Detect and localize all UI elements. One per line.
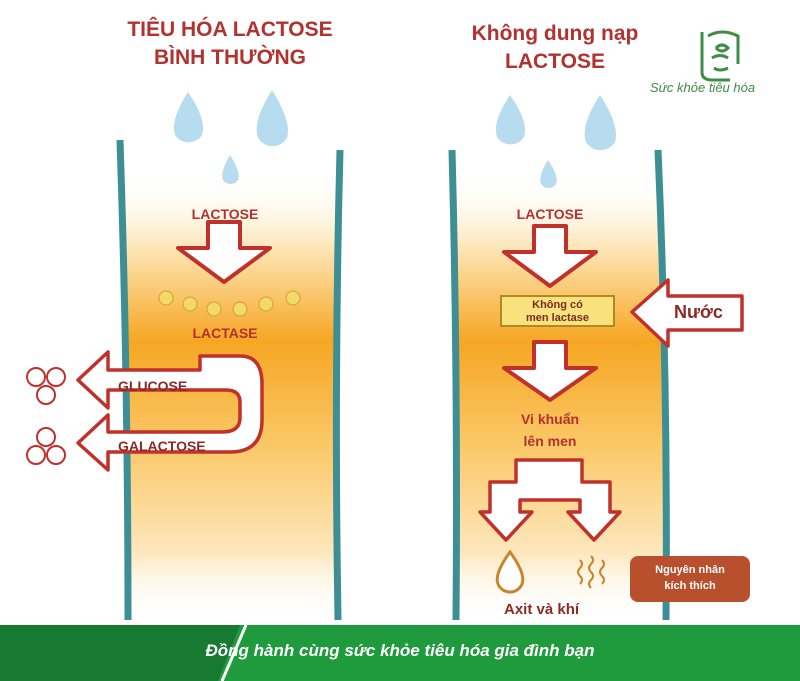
glucose-molecules — [26, 367, 66, 405]
footer-slogan: Đồng hành cùng sức khỏe tiêu hóa gia đìn… — [205, 641, 595, 660]
split-arrow — [76, 350, 264, 472]
bacteria-label: Vi khuẩn lên men — [500, 408, 600, 452]
gas-icon — [577, 555, 605, 589]
right-down-arrow-1 — [502, 224, 598, 288]
right-down-arrow-2 — [502, 340, 598, 402]
footer-dark-stripe — [0, 625, 240, 681]
water-drops — [173, 90, 616, 189]
brand-logo-icon — [700, 30, 740, 82]
result-label: Axit và khí — [504, 601, 580, 618]
right-title: Không dung nạp LACTOSE — [440, 20, 670, 76]
lactase-label: LACTASE — [192, 325, 258, 341]
right-title-line2: LACTOSE — [505, 50, 605, 73]
cause-line2: kích thích — [664, 580, 716, 592]
no-lactase-box: Không có men lactase — [500, 295, 615, 327]
acid-drop-icon — [495, 549, 525, 594]
brand-name: Sức khỏe tiêu hóa — [650, 80, 756, 95]
left-title-line1: TIÊU HÓA LACTOSE — [127, 18, 333, 41]
cause-badge: Nguyên nhân kích thích — [630, 556, 750, 602]
no-lactase-line1: Không có — [532, 299, 583, 311]
galactose-molecules — [26, 427, 66, 465]
right-lactose-label: LACTOSE — [516, 206, 584, 222]
bacteria-line1: Vi khuẩn — [520, 411, 580, 427]
right-wall-right — [654, 149, 670, 621]
footer-divider — [220, 624, 248, 681]
water-label: Nước — [674, 302, 723, 322]
left-title-line2: BÌNH THƯỜNG — [154, 46, 306, 69]
galactose-label: GALACTOSE — [118, 438, 206, 454]
left-down-arrow — [176, 220, 272, 284]
left-lactose-label: LACTOSE — [191, 206, 259, 222]
water-arrow — [630, 278, 744, 348]
bacteria-line2: lên men — [523, 433, 577, 449]
glucose-label: GLUCOSE — [118, 378, 188, 394]
fork-arrow — [478, 458, 622, 542]
right-title-line1: Không dung nạp — [471, 22, 639, 45]
left-title: TIÊU HÓA LACTOSE BÌNH THƯỜNG — [100, 16, 360, 72]
lactase-dots — [158, 290, 301, 317]
cause-line1: Nguyên nhân — [655, 564, 725, 576]
no-lactase-line2: men lactase — [526, 312, 589, 324]
right-wall-left — [448, 149, 460, 621]
left-wall-right — [332, 149, 344, 621]
